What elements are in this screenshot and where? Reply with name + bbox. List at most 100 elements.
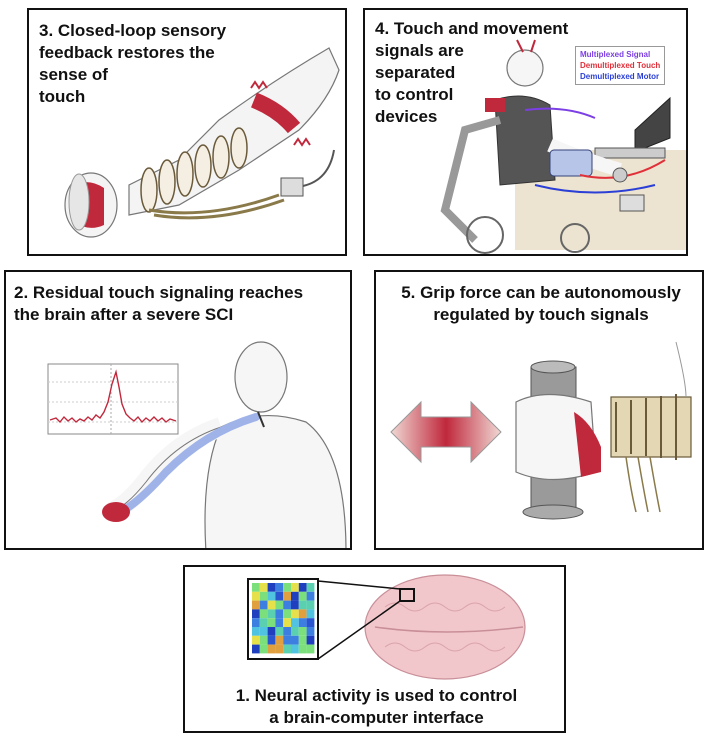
heatmap-cell (267, 644, 276, 654)
heatmap-cell (259, 635, 268, 645)
caption-line: 3. Closed-loop sensory (39, 21, 227, 40)
heatmap-cell (298, 600, 307, 610)
grip-illustration (390, 341, 692, 520)
heatmap-cell (283, 618, 291, 627)
panel-4-caption: 4. Touch and movement signals are separa… (375, 18, 568, 128)
panel-1-caption: 1. Neural activity is used to control a … (185, 685, 564, 729)
heatmap-cell (306, 635, 315, 645)
heatmap-cell (252, 591, 260, 601)
heatmap-cell (259, 644, 268, 654)
caption-line: 1. Neural activity is used to control (235, 686, 518, 705)
panel-closed-loop-feedback: 3. Closed-loop sensory feedback restores… (27, 8, 347, 256)
heatmap-cell (291, 618, 299, 627)
panel-signal-separation: 4. Touch and movement signals are separa… (363, 8, 688, 256)
heatmap-cell (291, 627, 299, 636)
brain-heatmap-illustration (247, 574, 526, 680)
heatmap-cell (283, 627, 291, 636)
heatmap-cell (275, 635, 284, 645)
signal-legend: Multiplexed Signal Demultiplexed Touch D… (575, 46, 666, 85)
heatmap-cell (275, 591, 284, 601)
heatmap-cell (298, 591, 307, 601)
heatmap-cell (275, 583, 284, 592)
caption-line: touch (39, 87, 86, 106)
heatmap-cell (283, 600, 291, 610)
heatmap-cell (298, 644, 307, 654)
caption-line: 4. Touch and movement (375, 19, 569, 38)
heatmap-cell (252, 644, 260, 654)
panel-5-caption: 5. Grip force can be autonomously regula… (376, 282, 702, 326)
heatmap-cell (267, 583, 276, 592)
caption-line: a brain-computer interface (269, 708, 484, 727)
heatmap-cell (298, 609, 307, 619)
heatmap-cell (267, 591, 276, 601)
heatmap-cell (283, 591, 291, 601)
heatmap-cell (267, 627, 276, 636)
heatmap-cell (267, 609, 276, 619)
heatmap-cell (291, 591, 299, 601)
heatmap-cell (267, 618, 276, 627)
caption-line: sense of (39, 65, 108, 84)
heatmap-cell (275, 600, 284, 610)
heatmap-cell (306, 644, 315, 654)
heatmap-cell (306, 583, 315, 592)
caption-line: to control (375, 85, 454, 104)
body-signal-illustration (47, 341, 347, 548)
heatmap-cell (252, 635, 260, 645)
heatmap-cell (283, 583, 291, 592)
heatmap-cell (291, 644, 299, 654)
panel-grip-force: 5. Grip force can be autonomously regula… (374, 270, 704, 550)
heatmap-cell (306, 600, 315, 610)
caption-line: 5. Grip force can be autonomously (401, 283, 681, 302)
heatmap-cell (259, 600, 268, 610)
heatmap-cell (306, 627, 315, 636)
heatmap-cell (298, 583, 307, 592)
panel-3-caption: 3. Closed-loop sensory feedback restores… (39, 20, 226, 108)
heatmap-cell (267, 600, 276, 610)
heatmap-cell (291, 635, 299, 645)
heatmap-cell (275, 644, 284, 654)
panel-2-caption: 2. Residual touch signaling reaches the … (14, 282, 303, 326)
heatmap-cell (306, 618, 315, 627)
heatmap-cell (291, 583, 299, 592)
bidirectional-arrow (390, 400, 502, 464)
heatmap-cell (252, 600, 260, 610)
arm-sleeve-illustration (64, 47, 340, 238)
heatmap-cell (252, 583, 260, 592)
legend-touch: Demultiplexed Touch (580, 61, 661, 70)
heatmap-cell (298, 635, 307, 645)
heatmap-cell (267, 635, 276, 645)
wheelchair-user-illustration (440, 39, 686, 254)
caption-line: the brain after a severe SCI (14, 305, 234, 324)
heatmap-cell (283, 635, 291, 645)
panel-residual-touch: 2. Residual touch signaling reaches the … (4, 270, 352, 550)
signal-trace-plot (47, 363, 179, 435)
heatmap-cell (275, 618, 284, 627)
heatmap-cell (306, 609, 315, 619)
caption-line: separated (375, 63, 456, 82)
heatmap-cell (259, 618, 268, 627)
heatmap-cell (252, 627, 260, 636)
heatmap-cell (259, 609, 268, 619)
neural-heatmap (252, 583, 315, 654)
heatmap-cell (283, 609, 291, 619)
heatmap-cell (259, 627, 268, 636)
heatmap-cell (291, 600, 299, 610)
caption-line: signals are (375, 41, 464, 60)
heatmap-cell (252, 609, 260, 619)
legend-motor: Demultiplexed Motor (580, 72, 660, 81)
caption-line: 2. Residual touch signaling reaches (14, 283, 304, 302)
caption-line: feedback restores the (39, 43, 215, 62)
heatmap-cell (252, 618, 260, 627)
heatmap-cell (283, 644, 291, 654)
heatmap-cell (259, 591, 268, 601)
heatmap-cell (275, 627, 284, 636)
heatmap-cell (306, 591, 315, 601)
panel-neural-activity: 1. Neural activity is used to control a … (183, 565, 566, 733)
heatmap-cell (259, 583, 268, 592)
caption-line: regulated by touch signals (433, 305, 649, 324)
heatmap-cell (291, 609, 299, 619)
heatmap-cell (298, 618, 307, 627)
heatmap-cell (275, 609, 284, 619)
legend-multiplexed: Multiplexed Signal (580, 50, 651, 59)
caption-line: devices (375, 107, 438, 126)
